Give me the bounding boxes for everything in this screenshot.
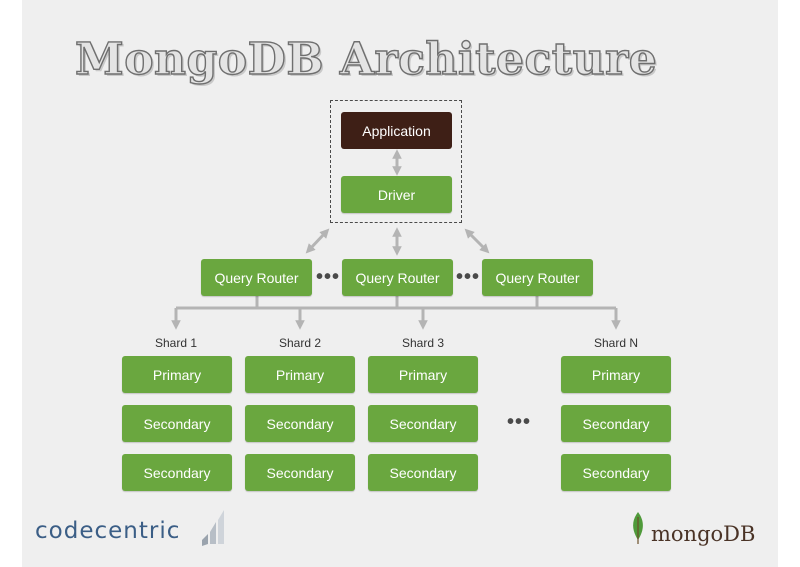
driver-router-left-arrow — [305, 228, 330, 254]
application-box: Application — [341, 112, 452, 149]
query-router-box: Query Router — [201, 259, 312, 296]
query-router-box: Query Router — [482, 259, 593, 296]
mongodb-logo-text: mongoDB — [651, 522, 756, 546]
secondary-box: Secondary — [561, 405, 671, 442]
client-tier-boundary — [330, 100, 462, 223]
primary-box: Primary — [368, 356, 478, 393]
primary-box: Primary — [561, 356, 671, 393]
driver-router-right-arrow — [464, 228, 490, 254]
driver-box: Driver — [341, 176, 452, 213]
stacked-bars-icon — [202, 510, 224, 546]
primary-box: Primary — [122, 356, 232, 393]
router-separator-dots: ••• — [316, 266, 341, 288]
primary-box: Primary — [245, 356, 355, 393]
query-router-box: Query Router — [342, 259, 453, 296]
secondary-box: Secondary — [122, 405, 232, 442]
shard-label: Shard 3 — [401, 336, 445, 350]
secondary-box: Secondary — [368, 405, 478, 442]
router-separator-dots: ••• — [456, 266, 481, 288]
shard-label: Shard 2 — [278, 336, 322, 350]
shard-label: Shard 1 — [154, 336, 198, 350]
leaf-icon — [633, 512, 643, 544]
secondary-box: Secondary — [245, 454, 355, 491]
diagram-title: MongoDB Architecture — [74, 33, 658, 85]
shard-label: Shard N — [593, 336, 639, 350]
secondary-box: Secondary — [561, 454, 671, 491]
codecentric-logo-text: codecentric — [35, 518, 181, 544]
secondary-box: Secondary — [368, 454, 478, 491]
secondary-box: Secondary — [122, 454, 232, 491]
secondary-box: Secondary — [245, 405, 355, 442]
shard-separator-dots: ••• — [507, 411, 532, 433]
